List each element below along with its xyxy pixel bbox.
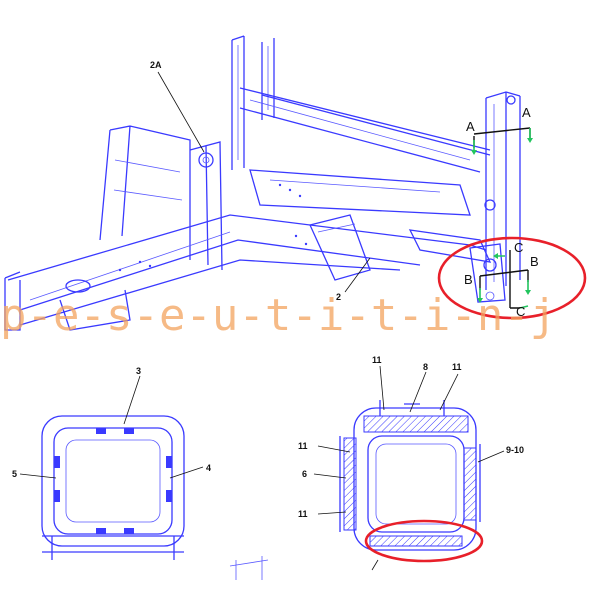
callout-11-d: 11 <box>298 509 308 519</box>
callout-3: 3 <box>136 366 141 376</box>
callout-11-a: 11 <box>372 355 382 365</box>
section-label-c-bottom: C <box>516 304 525 319</box>
leader-2a <box>157 71 205 153</box>
section-label-b-left: B <box>464 272 473 287</box>
section-label-c-top: C <box>514 240 523 255</box>
leader-2 <box>344 257 371 293</box>
partial-fragment <box>229 556 269 580</box>
section-label-a-left: A <box>466 119 475 134</box>
section-line-a <box>471 127 533 155</box>
callout-11-c: 11 <box>298 441 308 451</box>
callout-2a: 2A <box>150 60 162 70</box>
callout-2: 2 <box>336 292 341 302</box>
section-label-a-right: A <box>522 105 531 120</box>
callout-11-b: 11 <box>452 362 462 372</box>
section-lines-b-c <box>477 250 531 309</box>
callout-9-10: 9-10 <box>506 445 524 455</box>
main-frame-drawing <box>4 35 521 331</box>
section-view-right <box>313 365 505 571</box>
callout-4: 4 <box>206 463 211 473</box>
callout-8: 8 <box>423 362 428 372</box>
callout-6: 6 <box>302 469 307 479</box>
highlight-ellipse-lower <box>364 519 484 563</box>
callout-5: 5 <box>12 469 17 479</box>
section-label-b-right: B <box>530 254 539 269</box>
highlight-ellipse-upper <box>437 236 587 320</box>
section-view-left <box>19 375 204 560</box>
watermark-text: p-e-s-e-u-t-i-t-i-n-j <box>0 290 556 341</box>
